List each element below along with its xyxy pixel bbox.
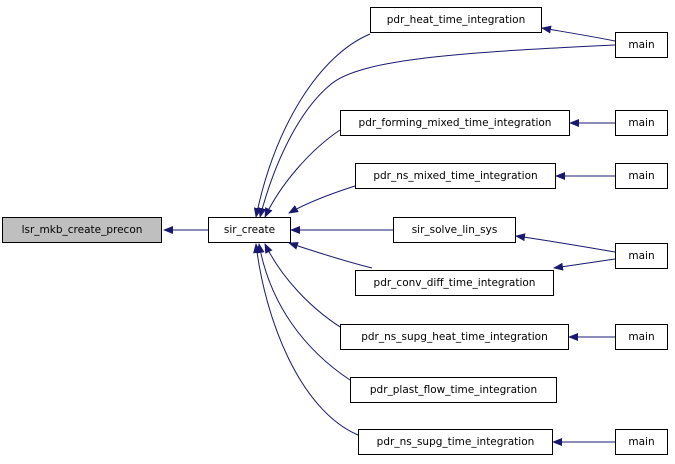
node-main-3[interactable]: main [615,163,668,189]
edge-main-1-to-sir-create [258,44,616,218]
node-pdr-forming-mixed-time-integration[interactable]: pdr_forming_mixed_time_integration [340,110,570,136]
edge-pdr-forming-to-sir-create [264,129,341,218]
node-pdr-ns-mixed-time-integration[interactable]: pdr_ns_mixed_time_integration [355,163,556,189]
node-pdr-conv-diff-time-integration[interactable]: pdr_conv_diff_time_integration [355,270,554,296]
node-sir-create[interactable]: sir_create [208,217,291,243]
edge-pdr-plast-flow-to-sir-create [256,243,351,381]
edge-pdr-ns-supg-to-sir-create [253,243,359,436]
node-pdr-ns-supg-time-integration[interactable]: pdr_ns_supg_time_integration [358,429,553,455]
edge-pdr-ns-supg-heat-to-sir-create [264,243,351,334]
node-main-1[interactable]: main [615,32,668,58]
node-lsr-mkb-create-precon: lsr_mkb_create_precon [2,217,162,243]
node-main-6[interactable]: main [615,429,668,455]
node-main-5[interactable]: main [615,324,668,350]
node-pdr-heat-time-integration[interactable]: pdr_heat_time_integration [370,7,542,33]
edge-pdr-ns-mixed-to-sir-create [288,185,356,214]
edge-pdr-conv-diff-to-sir-create [288,242,373,269]
node-pdr-ns-supg-heat-time-integration[interactable]: pdr_ns_supg_heat_time_integration [340,324,569,350]
edge-main-4-to-pdr-conv-diff [553,258,616,271]
node-sir-solve-lin-sys[interactable]: sir_solve_lin_sys [393,217,516,243]
edge-pdr-heat-to-sir-create [253,33,371,218]
edge-main-1-to-pdr-heat [541,25,616,42]
node-main-4[interactable]: main [615,243,668,269]
node-main-2[interactable]: main [615,110,668,136]
node-pdr-plast-flow-time-integration[interactable]: pdr_plast_flow_time_integration [350,377,557,403]
edge-main-4-to-sir-solve-lin-sys [515,233,616,253]
